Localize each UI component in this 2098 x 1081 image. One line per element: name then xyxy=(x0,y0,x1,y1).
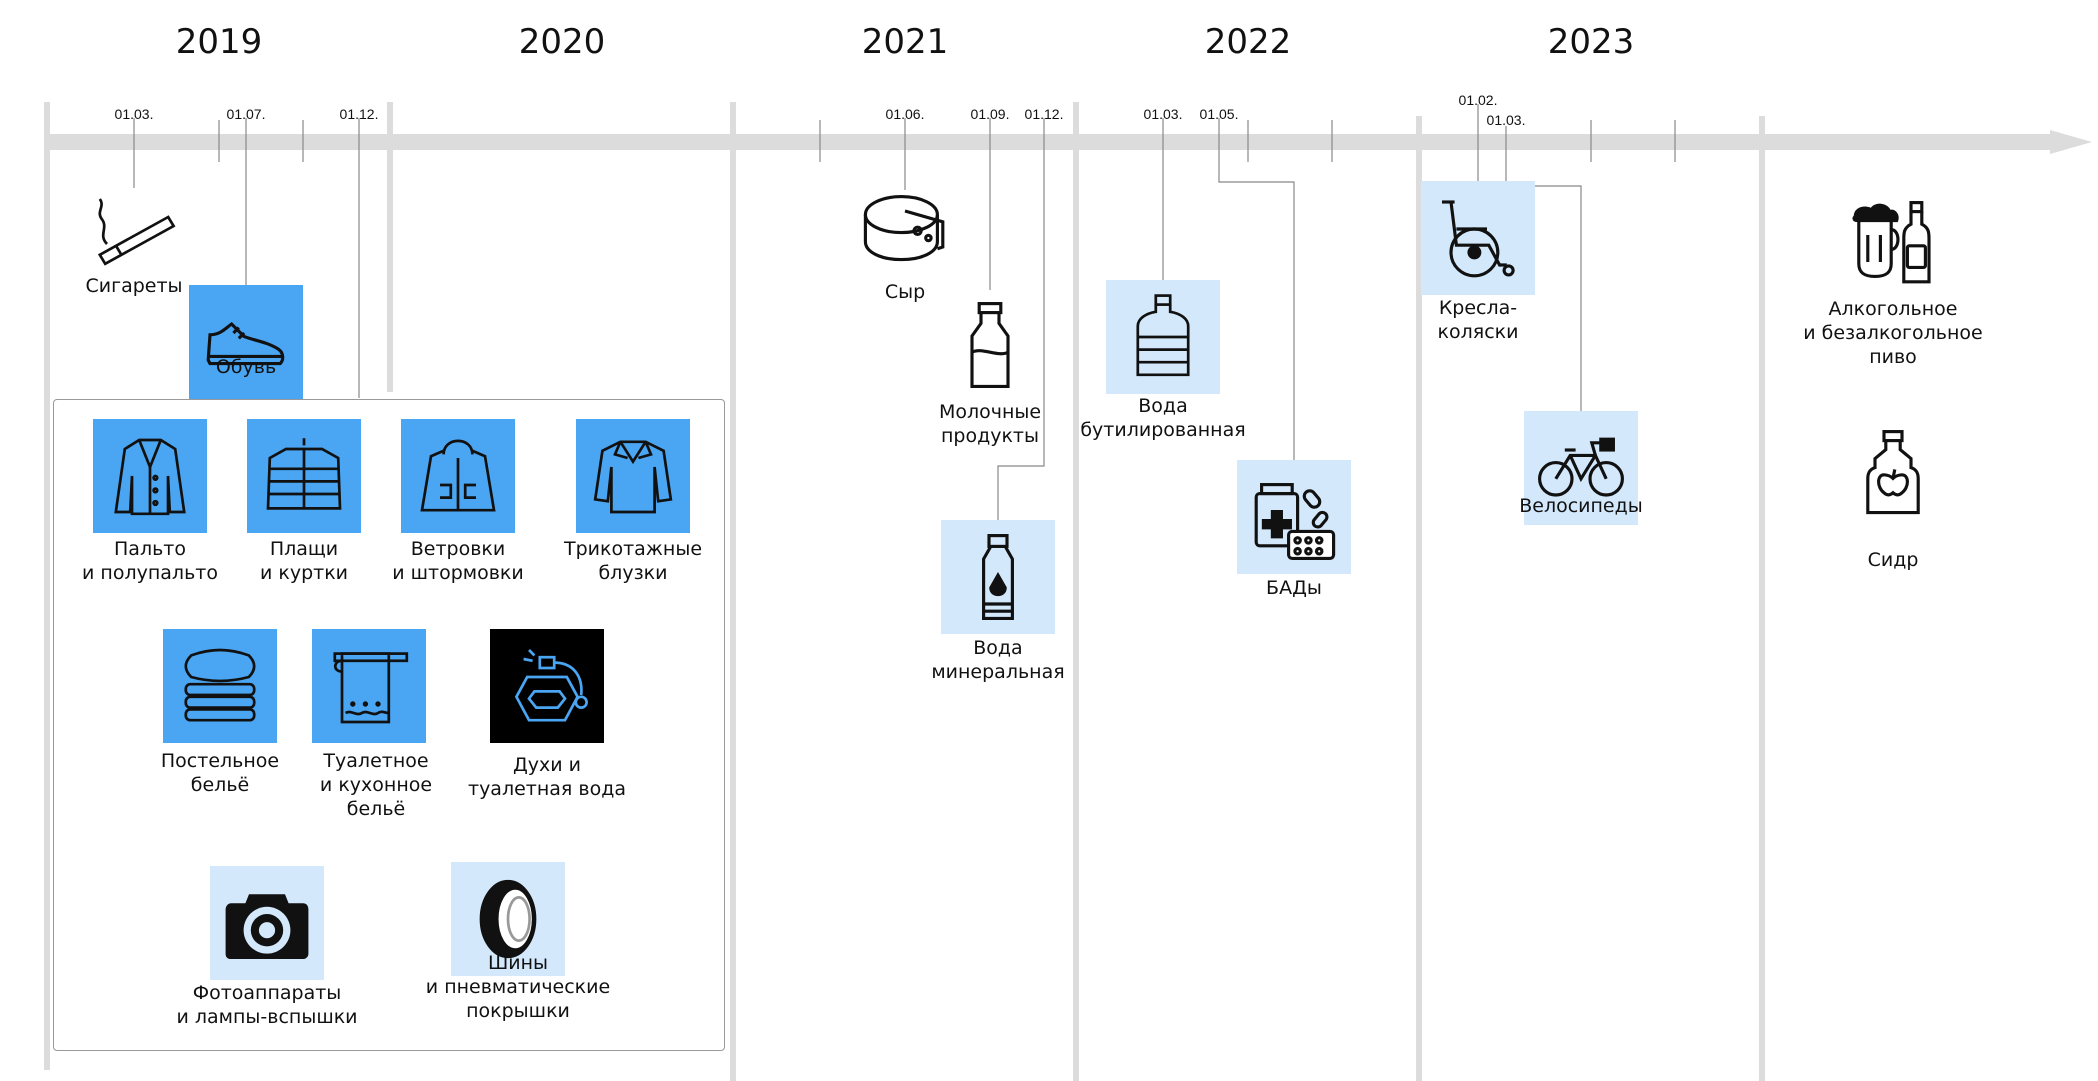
bicycle-icon xyxy=(1524,411,1638,525)
cigarettes-label: Сигареты xyxy=(85,275,183,297)
supplements-label: БАДы xyxy=(1266,577,1322,599)
tire-icon xyxy=(451,862,565,976)
wheelchairs-label: Кресла-коляски xyxy=(1437,297,1519,343)
bicycles-label: Велосипеды xyxy=(1519,495,1643,517)
timeline-arrowhead xyxy=(2050,130,2092,154)
date-label: 01.03. xyxy=(1486,112,1526,128)
cider-bottle-icon xyxy=(1836,416,1950,530)
cigarette-icon xyxy=(77,178,191,292)
year-label: 2022 xyxy=(1204,22,1292,62)
water-bottle-icon xyxy=(941,520,1055,634)
shoe-icon xyxy=(189,285,303,399)
cheese-icon xyxy=(848,172,962,286)
year-label: 2019 xyxy=(175,22,263,62)
water-jug-icon xyxy=(1106,280,1220,394)
date-label: 01.12. xyxy=(339,106,379,122)
date-label: 01.06. xyxy=(885,106,925,122)
camera-icon xyxy=(210,866,324,980)
date-label: 01.02. xyxy=(1458,92,1498,108)
blouse-icon xyxy=(576,419,690,533)
shoes-label: Обувь xyxy=(215,356,277,378)
date-label: 01.12. xyxy=(1024,106,1064,122)
date-label: 01.09. xyxy=(970,106,1010,122)
supplements-icon xyxy=(1237,460,1351,574)
perfume-icon xyxy=(490,629,604,743)
year-label: 2021 xyxy=(861,22,949,62)
bedding-icon xyxy=(163,629,277,743)
date-label: 01.03. xyxy=(1143,106,1183,122)
cheese-label: Сыр xyxy=(884,281,926,303)
cider-label: Сидр xyxy=(1867,549,1919,571)
clothing-group-box xyxy=(53,399,725,1051)
date-label: 01.07. xyxy=(226,106,266,122)
jacket-icon xyxy=(247,419,361,533)
beer-icon xyxy=(1836,187,1950,301)
hoodie-icon xyxy=(401,419,515,533)
wheelchair-icon xyxy=(1421,181,1535,295)
year-label: 2020 xyxy=(518,22,606,62)
coat-icon xyxy=(93,419,207,533)
towel-icon xyxy=(312,629,426,743)
date-label: 01.05. xyxy=(1199,106,1239,122)
year-label: 2023 xyxy=(1547,22,1635,62)
date-label: 01.03. xyxy=(114,106,154,122)
milk-bottle-icon xyxy=(933,288,1047,402)
